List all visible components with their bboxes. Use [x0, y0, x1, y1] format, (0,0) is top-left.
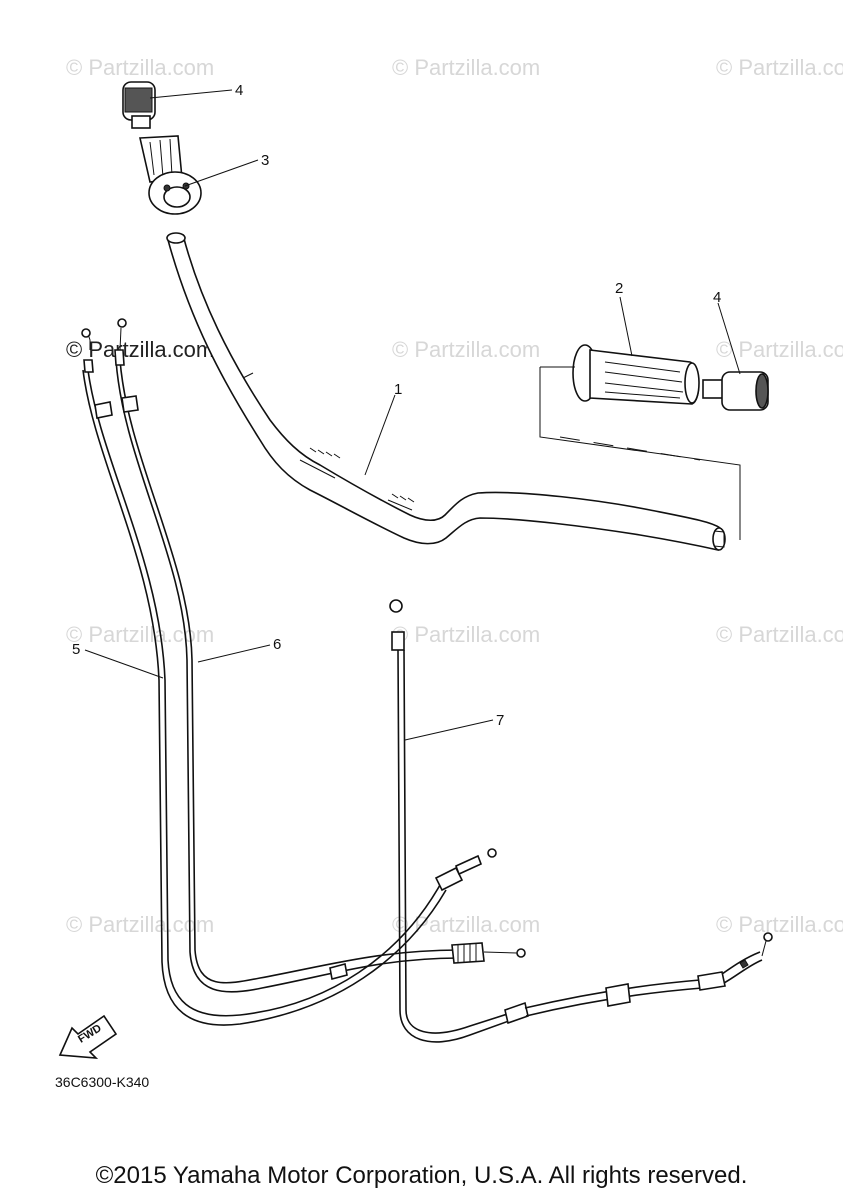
watermark: © Partzilla.com — [392, 337, 541, 362]
watermark: © Partzilla.com — [716, 55, 843, 80]
callout-4-left: 4 — [235, 82, 244, 99]
watermark: © Partzilla.com — [392, 55, 541, 80]
callout-6: 6 — [273, 636, 282, 653]
drawing-code: 36C6300-K340 — [55, 1074, 150, 1090]
bar-end-cap-left — [122, 81, 156, 129]
watermark: © Partzilla.com — [716, 337, 843, 362]
clutch-cable-7 — [389, 599, 773, 1043]
watermark: © Partzilla.com — [716, 622, 843, 647]
watermark: © Partzilla.com — [716, 912, 843, 937]
watermark: © Partzilla.com — [66, 337, 215, 362]
leader-lines — [84, 89, 741, 741]
grip-right — [572, 344, 700, 405]
callout-7: 7 — [496, 712, 505, 729]
watermark: © Partzilla.com — [392, 622, 541, 647]
fwd-arrow-icon: FWD — [58, 1014, 118, 1059]
throttle-cable-5 — [81, 328, 497, 1026]
watermark: © Partzilla.com — [392, 912, 541, 937]
throttle-cable-6 — [114, 318, 526, 993]
callout-5: 5 — [72, 641, 81, 658]
copyright-notice: ©2015 Yamaha Motor Corporation, U.S.A. A… — [95, 1162, 748, 1189]
throttle-grip — [139, 135, 202, 215]
watermark: © Partzilla.com — [66, 55, 215, 80]
assembly-frame — [539, 366, 741, 540]
handlebar — [166, 232, 726, 551]
callout-2: 2 — [615, 280, 624, 297]
callout-1: 1 — [394, 381, 403, 398]
callout-4-right: 4 — [713, 289, 722, 306]
bar-end-cap-right — [702, 371, 769, 411]
callout-3: 3 — [261, 152, 270, 169]
